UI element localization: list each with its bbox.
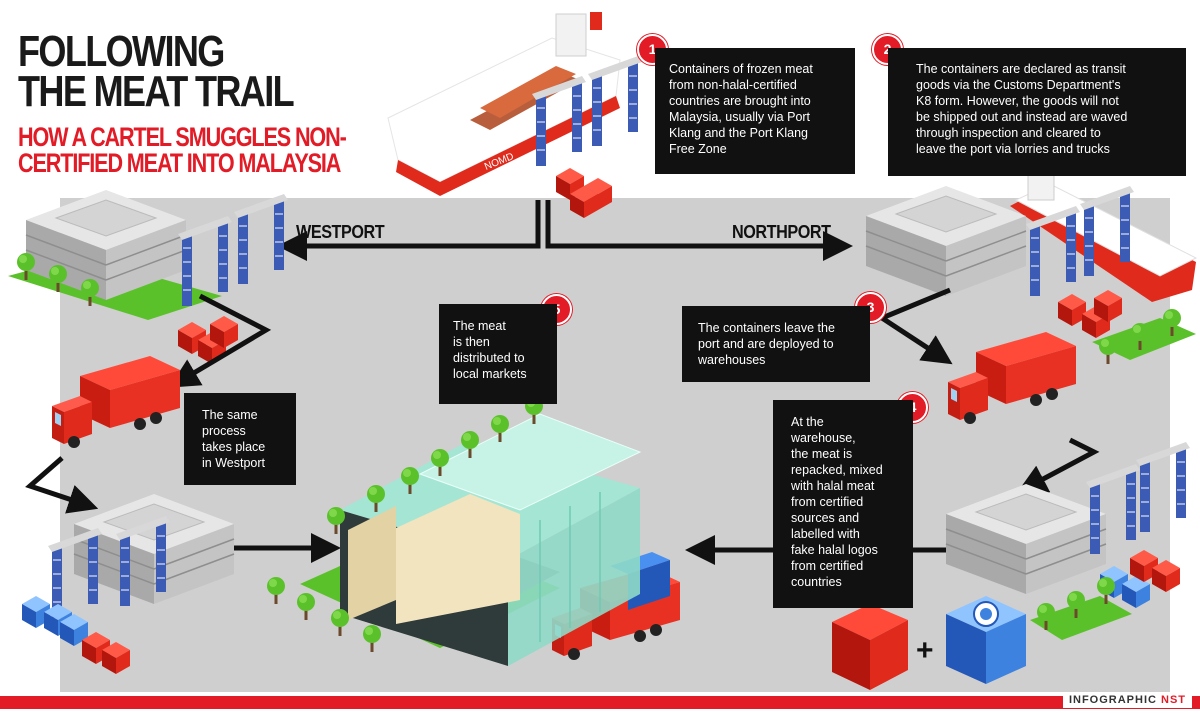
credit-brand: NST: [1161, 694, 1186, 706]
step-callout-3: The containers leave the port and are de…: [682, 306, 870, 382]
step-callout-1: Containers of frozen meat from non-halal…: [655, 48, 855, 174]
halal-logo-icon: [946, 596, 1026, 684]
step-callout-2: The containers are declared as transit g…: [888, 48, 1186, 176]
infographic-credit: INFOGRAPHIC NST: [1062, 692, 1192, 708]
credit-prefix: INFOGRAPHIC: [1068, 694, 1157, 706]
step-text-2: The containers are declared as transit g…: [916, 62, 1128, 156]
footer: INFOGRAPHIC NST: [0, 692, 1200, 713]
westport-note-callout: The same process takes place in Westport: [184, 393, 296, 485]
plus-sign: +: [916, 634, 934, 667]
step-text-3: The containers leave the port and are de…: [698, 321, 835, 367]
port-split-arrows: [277, 200, 853, 261]
container-icon: [832, 604, 908, 690]
subtitle-line-2: CERTIFIED MEAT INTO MALAYSIA: [18, 148, 341, 178]
title-line-1: FOLLOWING: [18, 27, 225, 76]
westport-note-text: The same process takes place in Westport: [202, 408, 266, 470]
step-text-4: At the warehouse, the meat is repacked, …: [791, 415, 883, 589]
northport-label: NORTHPORT: [732, 222, 831, 242]
page-title: FOLLOWING THE MEAT TRAIL: [18, 27, 295, 116]
page-subtitle: HOW A CARTEL SMUGGLES NON- CERTIFIED MEA…: [18, 122, 347, 178]
cargo-ship-icon: NOMD: [387, 12, 621, 196]
title-line-2: THE MEAT TRAIL: [18, 67, 295, 116]
grass-patch: [1030, 596, 1132, 640]
step-callout-5: The meat is then distributed to local ma…: [439, 304, 557, 404]
step-callout-4: At the warehouse, the meat is repacked, …: [773, 400, 913, 608]
step-text-1: Containers of frozen meat from non-halal…: [669, 62, 813, 156]
subtitle-line-1: HOW A CARTEL SMUGGLES NON-: [18, 122, 347, 152]
step-badge-1: 1: [637, 34, 668, 65]
westport-label: WESTPORT: [296, 222, 385, 242]
step-text-5: The meat is then distributed to local ma…: [453, 319, 527, 381]
footer-bar: [0, 696, 1200, 709]
